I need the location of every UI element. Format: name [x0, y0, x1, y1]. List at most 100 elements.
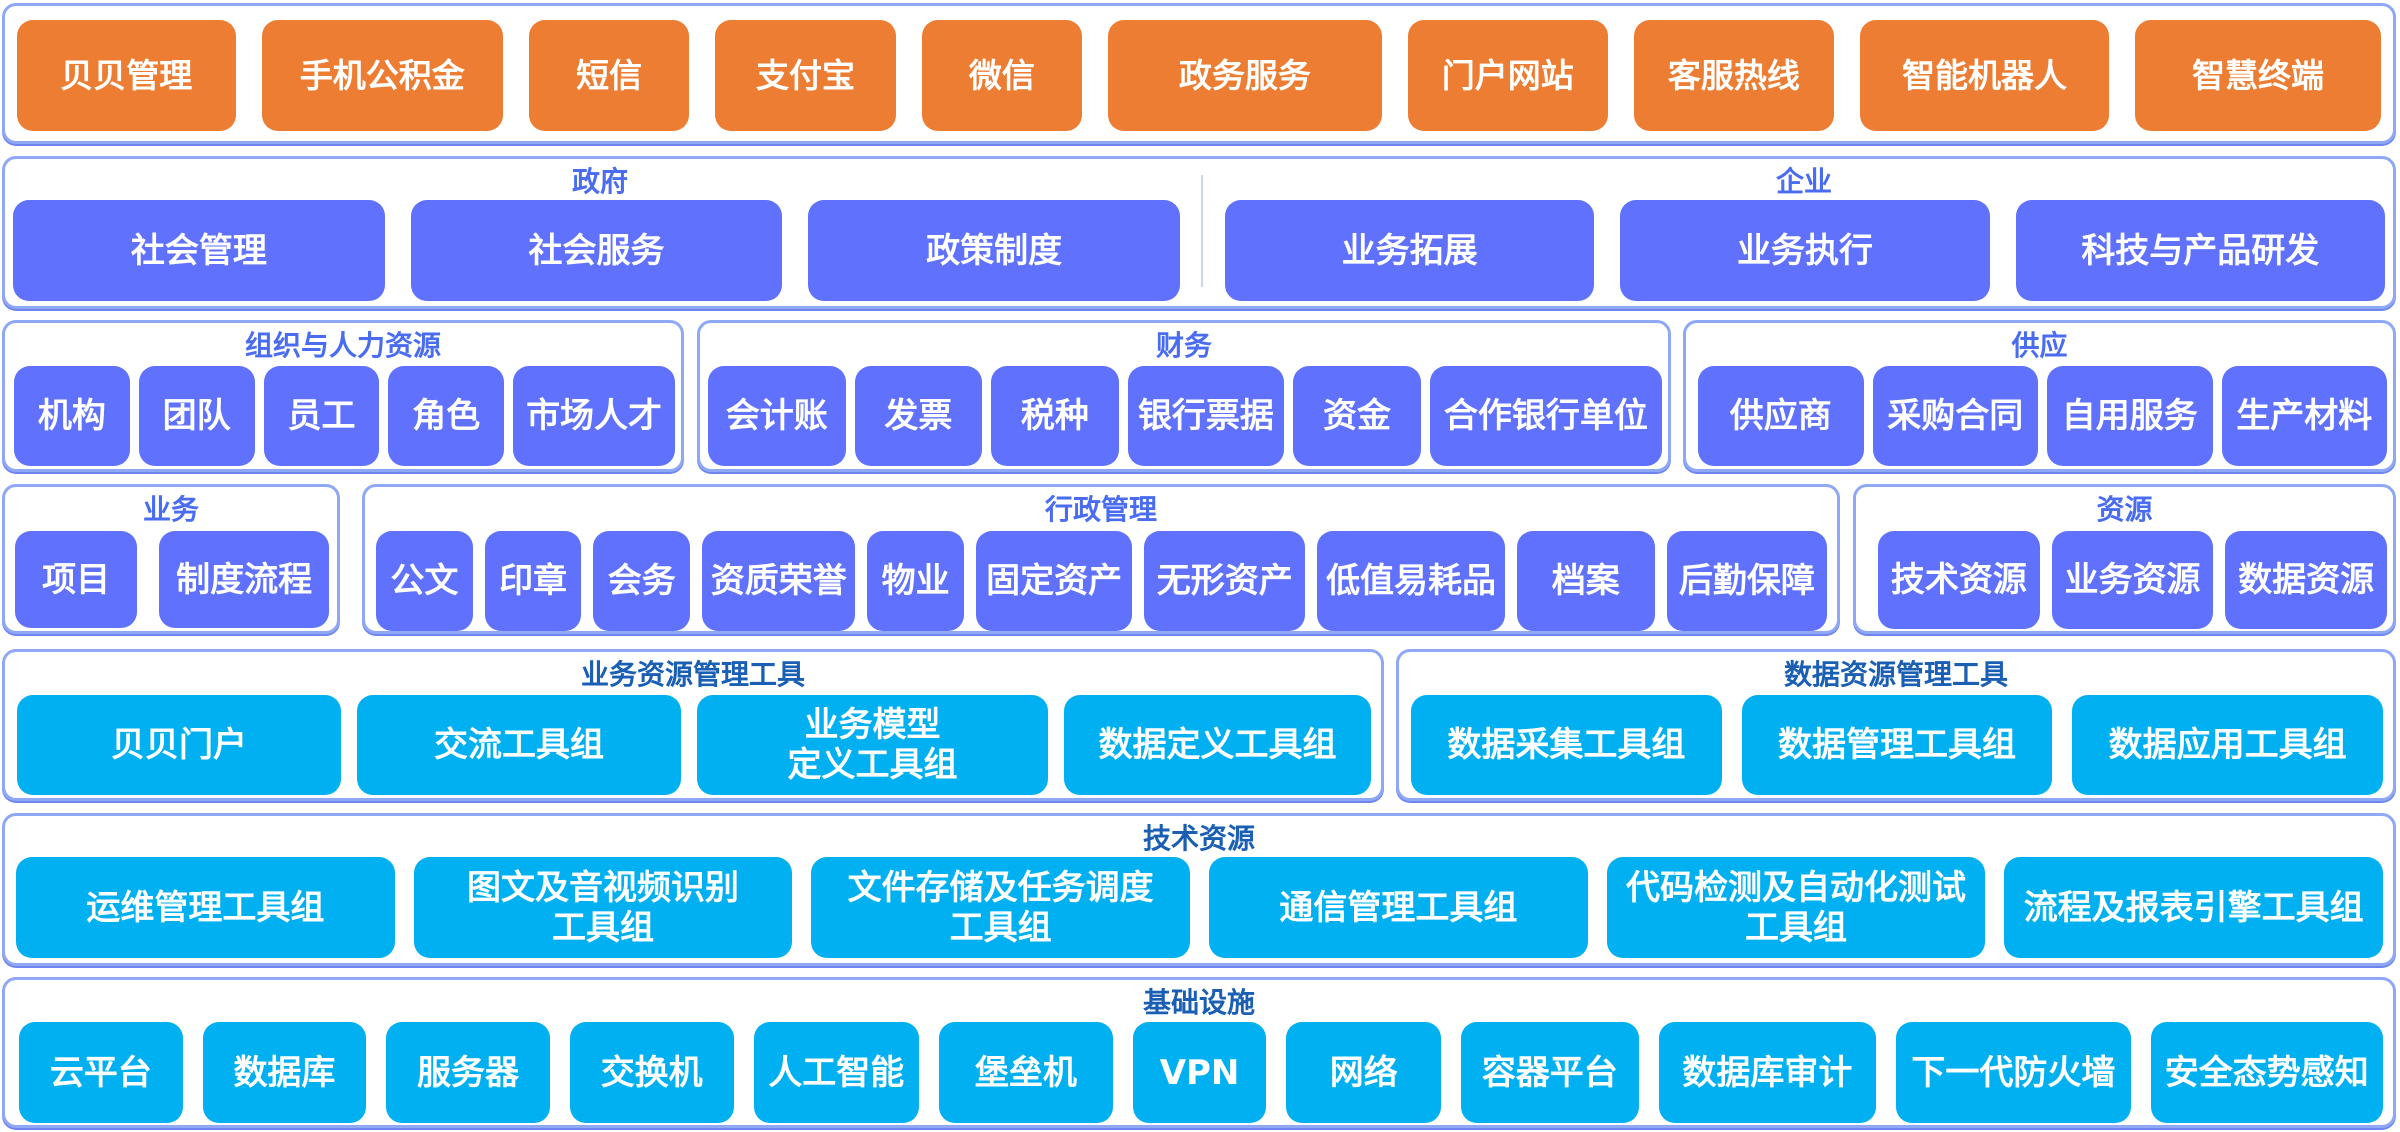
fin-partner-banks[interactable]: 合作银行单位	[1429, 366, 1662, 466]
channel-sms[interactable]: 短信	[528, 20, 690, 131]
admin-seals[interactable]: 印章	[484, 531, 582, 631]
gov-enterprise-section: 政府 企业 社会管理 社会服务 政策制度 业务拓展 业务执行 科技与产品研发	[2, 156, 2396, 309]
tool-communication-mgmt[interactable]: 通信管理工具组	[1209, 857, 1588, 958]
data-tools-title: 数据资源管理工具	[1783, 658, 2008, 691]
resources-section: 资源 技术资源 业务资源 数据资源	[1853, 484, 2396, 634]
tool-data-management[interactable]: 数据管理工具组	[1741, 695, 2053, 795]
res-tech[interactable]: 技术资源	[1878, 531, 2040, 629]
business-row: 项目 制度流程	[15, 531, 329, 628]
gov-social-services[interactable]: 社会服务	[410, 200, 783, 301]
infra-security-awareness[interactable]: 安全态势感知	[2150, 1022, 2384, 1123]
admin-qualifications[interactable]: 资质荣誉	[702, 531, 856, 631]
biz-tools-title: 业务资源管理工具	[580, 658, 805, 691]
admin-documents[interactable]: 公文	[376, 531, 473, 631]
org-institution[interactable]: 机构	[14, 366, 130, 466]
gov-enterprise-divider	[1201, 175, 1203, 287]
infra-vpn[interactable]: VPN	[1132, 1022, 1267, 1123]
org-row: 机构 团队 员工 角色 市场人才	[14, 366, 676, 466]
tool-code-testing[interactable]: 代码检测及自动化测试 工具组	[1606, 857, 1986, 958]
tool-storage-scheduling[interactable]: 文件存储及任务调度 工具组	[811, 857, 1191, 958]
infra-ai[interactable]: 人工智能	[753, 1022, 920, 1123]
infra-cloud[interactable]: 云平台	[19, 1022, 183, 1123]
channel-beibei-management[interactable]: 贝贝管理	[17, 20, 236, 131]
admin-intangible-assets[interactable]: 无形资产	[1144, 531, 1306, 631]
tool-communication[interactable]: 交流工具组	[357, 695, 681, 795]
enterprise-title: 企业	[1775, 165, 1832, 198]
infra-container[interactable]: 容器平台	[1461, 1022, 1639, 1123]
finance-section: 财务 会计账 发票 税种 银行票据 资金 合作银行单位	[697, 320, 1671, 472]
channel-robot[interactable]: 智能机器人	[1859, 20, 2110, 131]
infra-db-audit[interactable]: 数据库审计	[1658, 1022, 1877, 1123]
supply-procurement[interactable]: 采购合同	[1872, 366, 2038, 466]
fin-tax[interactable]: 税种	[991, 366, 1119, 466]
admin-property[interactable]: 物业	[867, 531, 965, 631]
tool-data-collection[interactable]: 数据采集工具组	[1411, 695, 1722, 795]
admin-section: 行政管理 公文 印章 会务 资质荣誉 物业 固定资产 无形资产 低值易耗品 档案…	[362, 484, 1840, 634]
infra-title: 基础设施	[1142, 986, 1255, 1019]
tool-ops[interactable]: 运维管理工具组	[16, 857, 395, 958]
infra-section: 基础设施 云平台 数据库 服务器 交换机 人工智能 堡垒机 VPN 网络 容器平…	[2, 977, 2396, 1128]
ent-tech-rd[interactable]: 科技与产品研发	[2015, 200, 2385, 301]
gov-social-management[interactable]: 社会管理	[13, 200, 385, 301]
tool-beibei-portal[interactable]: 贝贝门户	[17, 695, 341, 795]
channel-gov-services[interactable]: 政务服务	[1108, 20, 1382, 131]
biz-tools-section: 业务资源管理工具 贝贝门户 交流工具组 业务模型 定义工具组 数据定义工具组	[2, 649, 1384, 801]
org-market-talent[interactable]: 市场人才	[513, 366, 676, 466]
data-tools-row: 数据采集工具组 数据管理工具组 数据应用工具组	[1411, 695, 2384, 795]
channel-mobile-provident-fund[interactable]: 手机公积金	[261, 20, 503, 131]
fin-funds[interactable]: 资金	[1293, 366, 1421, 466]
channel-alipay[interactable]: 支付宝	[715, 20, 896, 131]
org-team[interactable]: 团队	[138, 366, 255, 466]
channel-smart-terminal[interactable]: 智慧终端	[2135, 20, 2382, 131]
tool-media-recognition[interactable]: 图文及音视频识别 工具组	[413, 857, 793, 958]
tech-row: 运维管理工具组 图文及音视频识别 工具组 文件存储及任务调度 工具组 通信管理工…	[16, 857, 2384, 958]
channel-wechat[interactable]: 微信	[921, 20, 1083, 131]
fin-bank-bills[interactable]: 银行票据	[1127, 366, 1285, 466]
gov-policy[interactable]: 政策制度	[808, 200, 1181, 301]
infra-switch[interactable]: 交换机	[569, 1022, 734, 1123]
org-staff[interactable]: 员工	[263, 366, 380, 466]
supply-self-service[interactable]: 自用服务	[2047, 366, 2213, 466]
ent-business-expansion[interactable]: 业务拓展	[1225, 200, 1595, 301]
admin-consumables[interactable]: 低值易耗品	[1317, 531, 1505, 631]
res-business[interactable]: 业务资源	[2051, 531, 2214, 629]
tool-data-application[interactable]: 数据应用工具组	[2072, 695, 2384, 795]
gov-title: 政府	[571, 165, 628, 198]
tool-business-model[interactable]: 业务模型 定义工具组	[697, 695, 1048, 795]
org-title: 组织与人力资源	[244, 329, 441, 362]
business-process[interactable]: 制度流程	[159, 531, 329, 628]
channel-hotline[interactable]: 客服热线	[1633, 20, 1834, 131]
res-data[interactable]: 数据资源	[2225, 531, 2388, 629]
infra-database[interactable]: 数据库	[202, 1022, 367, 1123]
admin-title: 行政管理	[1044, 493, 1157, 526]
biz-tools-row: 贝贝门户 交流工具组 业务模型 定义工具组 数据定义工具组	[17, 695, 1371, 795]
tool-data-definition[interactable]: 数据定义工具组	[1063, 695, 1371, 795]
finance-row: 会计账 发票 税种 银行票据 资金 合作银行单位	[708, 366, 1662, 466]
admin-row: 公文 印章 会务 资质荣誉 物业 固定资产 无形资产 低值易耗品 档案 后勤保障	[376, 531, 1827, 631]
admin-meetings[interactable]: 会务	[593, 531, 691, 631]
business-projects[interactable]: 项目	[15, 531, 138, 628]
channel-portal[interactable]: 门户网站	[1407, 20, 1608, 131]
admin-logistics[interactable]: 后勤保障	[1666, 531, 1827, 631]
channels-section: 贝贝管理 手机公积金 短信 支付宝 微信 政务服务 门户网站 客服热线 智能机器…	[2, 3, 2396, 144]
admin-archives[interactable]: 档案	[1516, 531, 1655, 631]
supply-row: 供应商 采购合同 自用服务 生产材料	[1698, 366, 2387, 466]
supply-title: 供应	[2011, 329, 2068, 362]
resources-title: 资源	[2096, 493, 2153, 526]
infra-network[interactable]: 网络	[1286, 1022, 1442, 1123]
supply-suppliers[interactable]: 供应商	[1698, 366, 1864, 466]
ent-business-execution[interactable]: 业务执行	[1620, 200, 1990, 301]
infra-server[interactable]: 服务器	[386, 1022, 550, 1123]
infra-bastion[interactable]: 堡垒机	[939, 1022, 1113, 1123]
infra-ngfw[interactable]: 下一代防火墙	[1896, 1022, 2131, 1123]
admin-fixed-assets[interactable]: 固定资产	[976, 531, 1133, 631]
fin-accounting[interactable]: 会计账	[708, 366, 846, 466]
org-role[interactable]: 角色	[388, 366, 505, 466]
gov-row: 社会管理 社会服务 政策制度	[13, 200, 1181, 301]
business-section: 业务 项目 制度流程	[2, 484, 340, 634]
infra-row: 云平台 数据库 服务器 交换机 人工智能 堡垒机 VPN 网络 容器平台 数据库…	[19, 1022, 2384, 1123]
fin-invoice[interactable]: 发票	[854, 366, 983, 466]
supply-materials[interactable]: 生产材料	[2221, 366, 2387, 466]
tool-workflow-report[interactable]: 流程及报表引擎工具组	[2004, 857, 2384, 958]
finance-title: 财务	[1155, 329, 1212, 362]
